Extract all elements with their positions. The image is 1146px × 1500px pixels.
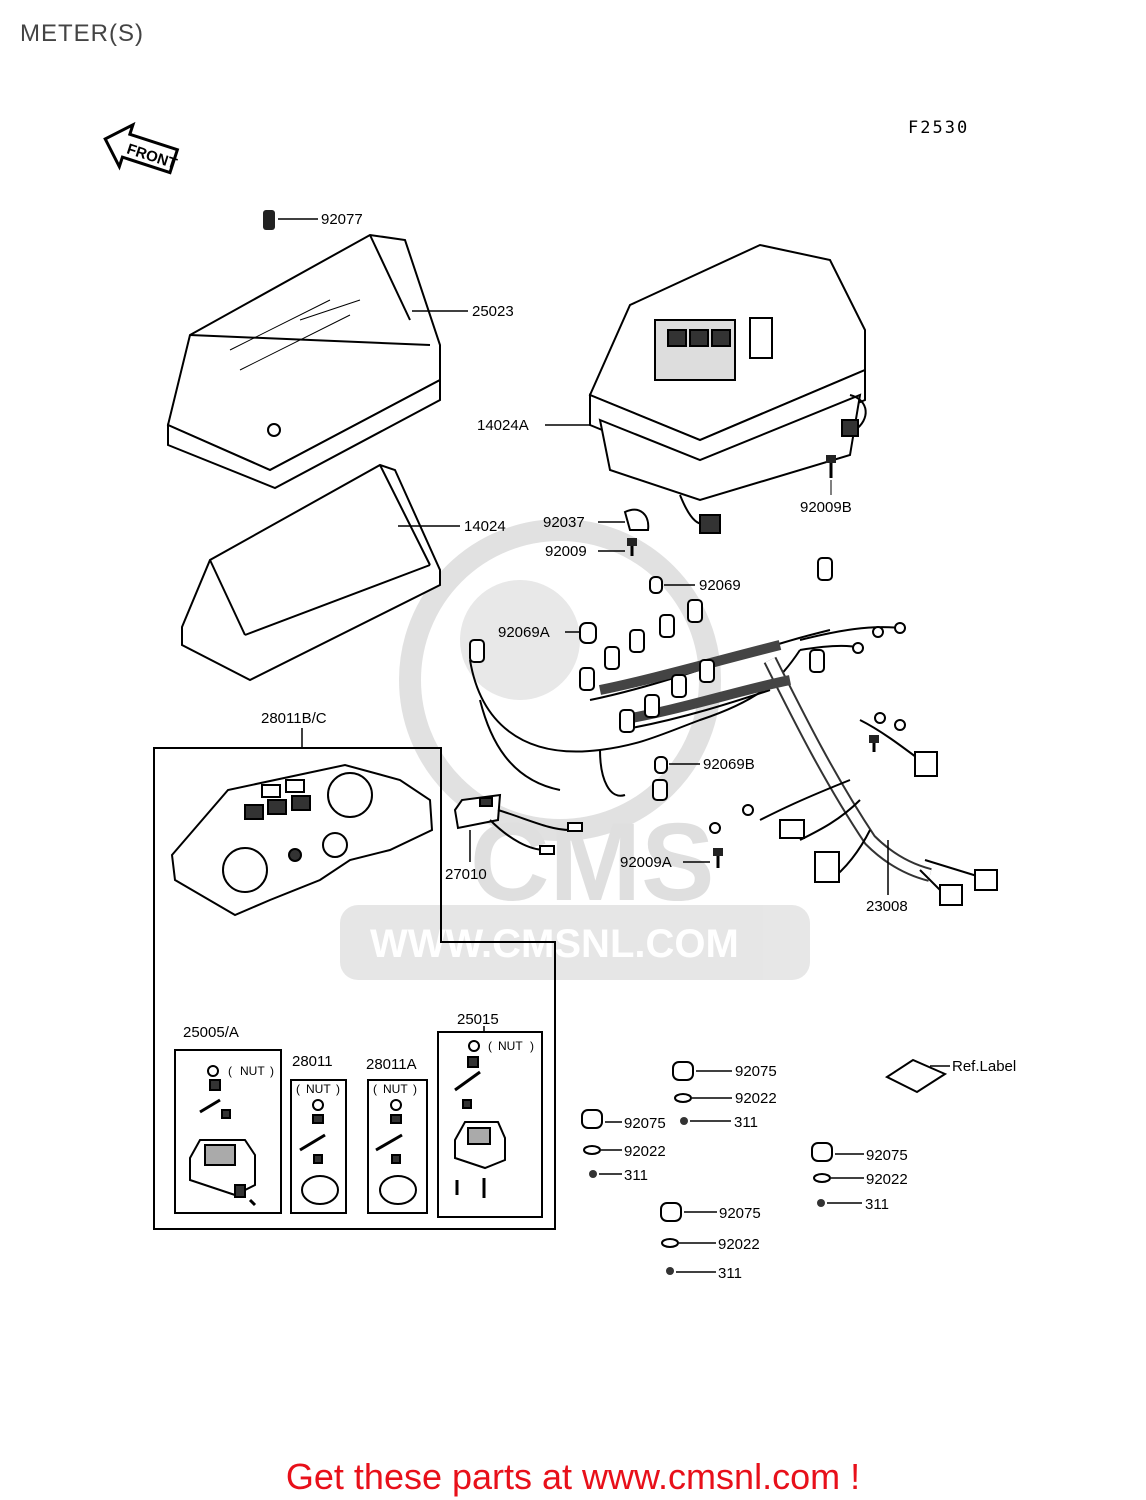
part-92069A-bulb [565,622,597,644]
hw-92075: 92075 [719,1205,761,1222]
svg-text:): ) [413,1082,417,1096]
hw-92022: 92022 [718,1236,760,1253]
hw-92075: 92075 [735,1063,777,1080]
label-92069A: 92069A [498,624,550,641]
svg-text:): ) [336,1082,340,1096]
part-92037-clamp [598,508,650,531]
label-25023: 25023 [472,303,514,320]
harness-screw [869,735,879,752]
hw-92022: 92022 [624,1143,666,1160]
part-25023-cover [166,233,468,490]
svg-text:(: ( [228,1064,232,1078]
label-28011: 28011 [292,1053,333,1070]
hw-311: 311 [865,1196,889,1213]
part-92069B-bulb [654,756,700,774]
part-92009-screw [598,538,637,556]
label-14024: 14024 [464,518,506,535]
kit-28011A: ( NUT ) [367,1079,428,1214]
hw-92075: 92075 [866,1147,908,1164]
svg-text:(: ( [373,1082,377,1096]
hw-311: 311 [624,1167,648,1184]
label-92009A: 92009A [620,854,672,871]
page-title: METER(S) [20,20,144,47]
label-27010: 27010 [445,866,487,883]
kit-28011: ( NUT ) [290,1079,347,1214]
part-14024A-case [545,243,867,534]
label-92009B: 92009B [800,499,852,516]
label-92009: 92009 [545,543,587,560]
footer-cta[interactable]: Get these parts at www.cmsnl.com ! [285,1456,861,1497]
label-14024A: 14024A [477,417,529,434]
part-27010-switch [453,793,583,862]
label-25005A: 25005/A [183,1024,239,1041]
label-92069B: 92069B [703,756,755,773]
figure-code: F2530 [908,118,970,138]
svg-text:(: ( [296,1082,300,1096]
hardware-group-3: 92075 92022 311 [811,1142,908,1213]
part-92069-bulb [649,576,695,594]
label-92077: 92077 [321,211,363,228]
label-28011A: 28011A [366,1056,417,1073]
label-92037: 92037 [543,514,585,531]
label-28011BC: 28011B/C [261,710,327,727]
hardware-group-4: 92075 92022 311 [660,1202,761,1282]
label-ref-label: Ref.Label [952,1058,1016,1075]
label-25015: 25015 [457,1011,499,1028]
hw-311: 311 [734,1114,758,1131]
hardware-group-2: 92075 92022 311 [581,1109,666,1184]
part-92009A-screw [683,848,723,868]
kit-28011BC-outline [153,728,556,1230]
nut-label: NUT [383,1082,408,1096]
nut-label: NUT [240,1064,265,1078]
hardware-group-1: 92075 92022 311 [672,1061,777,1131]
part-92009B-bolt [826,455,836,495]
label-23008: 23008 [866,898,908,915]
ref-label-part [884,1058,950,1094]
part-92077-cap: 92077 [263,210,363,230]
nut-label: NUT [306,1082,331,1096]
part-23008-harness [469,557,998,906]
kit-25005A: ( NUT ) [174,1049,282,1214]
hw-92022: 92022 [866,1171,908,1188]
hw-92022: 92022 [735,1090,777,1107]
label-92069: 92069 [699,577,741,594]
hw-92075: 92075 [624,1115,666,1132]
meter-panel [170,763,434,917]
svg-text:): ) [530,1039,534,1053]
nut-label: NUT [498,1039,523,1053]
svg-text:(: ( [488,1039,492,1053]
part-14024-visor [181,463,460,682]
svg-text:): ) [270,1064,274,1078]
hw-311: 311 [718,1265,742,1282]
front-arrow-icon: FRONT [103,121,180,175]
watermark-brand: CMS [470,801,714,924]
kit-25015: ( NUT ) [437,1026,543,1218]
